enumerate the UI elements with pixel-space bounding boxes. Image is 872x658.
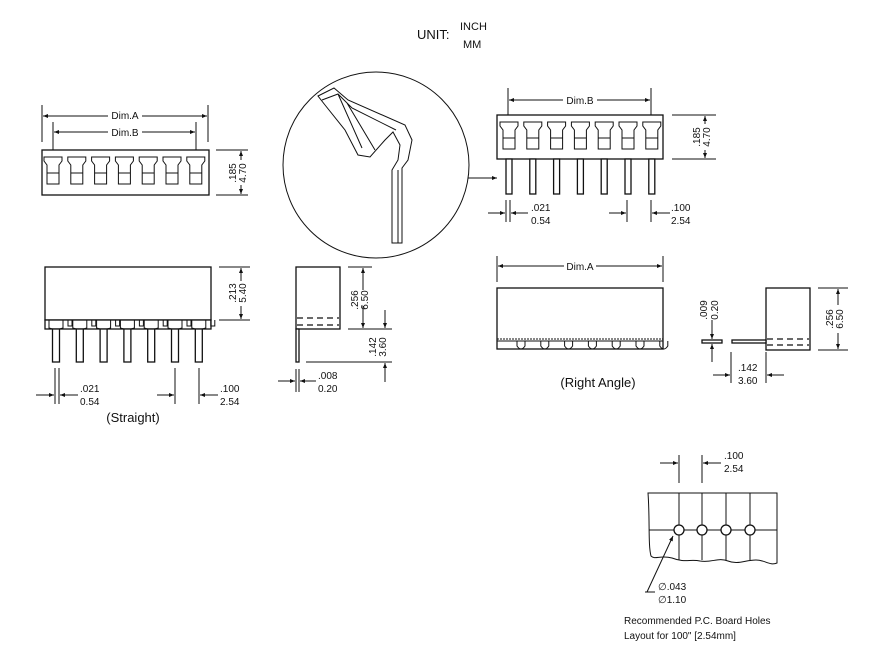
- hole-dia-mm: ∅1.10: [658, 595, 687, 606]
- height-inch: .185: [228, 163, 239, 183]
- pin: [648, 158, 656, 195]
- ra-side-height-mm: 6.50: [835, 309, 846, 329]
- pin-length-inch: .142: [368, 337, 379, 357]
- body-height-mm: 5.40: [238, 283, 249, 303]
- pin: [576, 158, 585, 195]
- ra-pin-thickness-mm: 0.20: [710, 300, 721, 320]
- socket-opening: [523, 121, 543, 150]
- socket-opening: [499, 121, 519, 150]
- ra-pitch-mm: 2.54: [671, 216, 691, 227]
- pin-length-mm: 3.60: [378, 337, 389, 357]
- unit-inch: INCH: [460, 21, 487, 33]
- unit-mm: MM: [463, 39, 481, 51]
- dim-b-label: Dim.B: [111, 128, 139, 139]
- pin-bump: [564, 341, 574, 350]
- pin: [123, 328, 132, 363]
- socket-opening: [570, 121, 590, 150]
- pitch-inch: .100: [220, 384, 240, 395]
- ra-dim-b-label: Dim.B: [566, 96, 594, 107]
- pin: [170, 328, 180, 363]
- pin-bump: [659, 341, 669, 350]
- pcb-caption-line2: Layout for 100" [2.54mm]: [624, 631, 736, 642]
- pin-shoulder: [167, 320, 192, 330]
- pin-shoulder: [96, 320, 121, 330]
- ra-dim-a-label: Dim.A: [566, 262, 594, 273]
- right-angle-side-view: .009 0.20 .256 6.50 .142 3.60: [699, 287, 848, 387]
- pcb-hole: [673, 524, 685, 536]
- pin-shoulder: [72, 320, 97, 330]
- pitch-mm: 2.54: [220, 397, 240, 408]
- socket-opening: [43, 156, 63, 185]
- hole-dia-inch: ∅.043: [658, 582, 687, 593]
- straight-end-view: .256 6.50 .142 3.60 .008 0.20: [278, 266, 392, 395]
- pcb-hole: [744, 524, 756, 536]
- socket-opening: [162, 156, 182, 185]
- straight-top-view: Dim.A Dim.B .185 4.70: [41, 105, 249, 196]
- pin-bump: [635, 341, 645, 350]
- pin: [194, 328, 203, 363]
- unit-legend: UNIT: INCH MM: [417, 21, 487, 51]
- ra-pitch-inch: .100: [671, 203, 691, 214]
- straight-side-view: .213 5.40 .021 0.54 .100 2.54 (Straight): [36, 266, 250, 425]
- pin: [75, 328, 84, 363]
- pin: [624, 158, 632, 195]
- dim-a-label: Dim.A: [111, 111, 139, 122]
- ra-height-inch: .185: [692, 127, 703, 147]
- pcb-hole-layout: .100 2.54 ∅.043 ∅1.10 Recommended P.C. B…: [624, 451, 778, 642]
- pin: [552, 158, 561, 195]
- pin-width-inch: .021: [80, 384, 100, 395]
- ra-pin-width-inch: .021: [531, 203, 551, 214]
- pcb-caption-line1: Recommended P.C. Board Holes: [624, 616, 771, 627]
- socket-opening: [547, 121, 567, 150]
- socket-opening: [67, 156, 87, 185]
- pcb-pitch-inch: .100: [724, 451, 744, 462]
- pin-thickness-inch: .008: [318, 371, 338, 382]
- pin-shoulder: [143, 320, 168, 330]
- ra-height-mm: 4.70: [702, 127, 713, 147]
- socket-opening: [114, 156, 134, 185]
- ra-pin-thickness-inch: .009: [699, 300, 710, 320]
- ra-pin-length-inch: .142: [738, 363, 758, 374]
- socket-opening: [642, 121, 662, 150]
- pcb-pitch-mm: 2.54: [724, 464, 744, 475]
- ra-side-height-inch: .256: [825, 309, 836, 329]
- contact-detail-circle: [282, 71, 497, 259]
- height-mm: 4.70: [238, 163, 249, 183]
- right-angle-caption: (Right Angle): [560, 375, 635, 390]
- socket-opening: [186, 156, 206, 185]
- socket-opening: [91, 156, 111, 185]
- pin-bump: [587, 341, 597, 350]
- unit-label: UNIT:: [417, 27, 450, 42]
- pin-width-mm: 0.54: [80, 397, 100, 408]
- pin-shoulder: [119, 320, 144, 330]
- right-angle-front-view: Dim.A (Right Angle): [496, 256, 669, 390]
- pin: [147, 328, 156, 363]
- pin-bump: [516, 341, 526, 350]
- ra-pin-length-mm: 3.60: [738, 376, 758, 387]
- socket-opening: [138, 156, 158, 185]
- pcb-hole: [720, 524, 732, 536]
- socket-opening: [594, 121, 614, 150]
- pin: [51, 328, 61, 363]
- end-height-mm: 6.50: [360, 290, 371, 310]
- pin-shoulder: [191, 320, 216, 330]
- ra-pin-width-mm: 0.54: [531, 216, 551, 227]
- pin-shoulder: [48, 320, 73, 330]
- pin: [529, 158, 537, 195]
- socket-opening: [618, 121, 638, 150]
- pin: [505, 158, 513, 195]
- pin: [600, 158, 608, 195]
- pin: [99, 328, 108, 363]
- right-angle-top-view: Dim.B .185 4.70 .021 0.54 .100 2.54: [488, 88, 716, 227]
- pin-bump: [611, 341, 621, 350]
- end-height-inch: .256: [350, 290, 361, 310]
- pin-bump: [540, 341, 550, 350]
- body-height-inch: .213: [228, 283, 239, 303]
- pin-thickness-mm: 0.20: [318, 384, 338, 395]
- straight-caption: (Straight): [106, 410, 159, 425]
- pcb-hole: [696, 524, 708, 536]
